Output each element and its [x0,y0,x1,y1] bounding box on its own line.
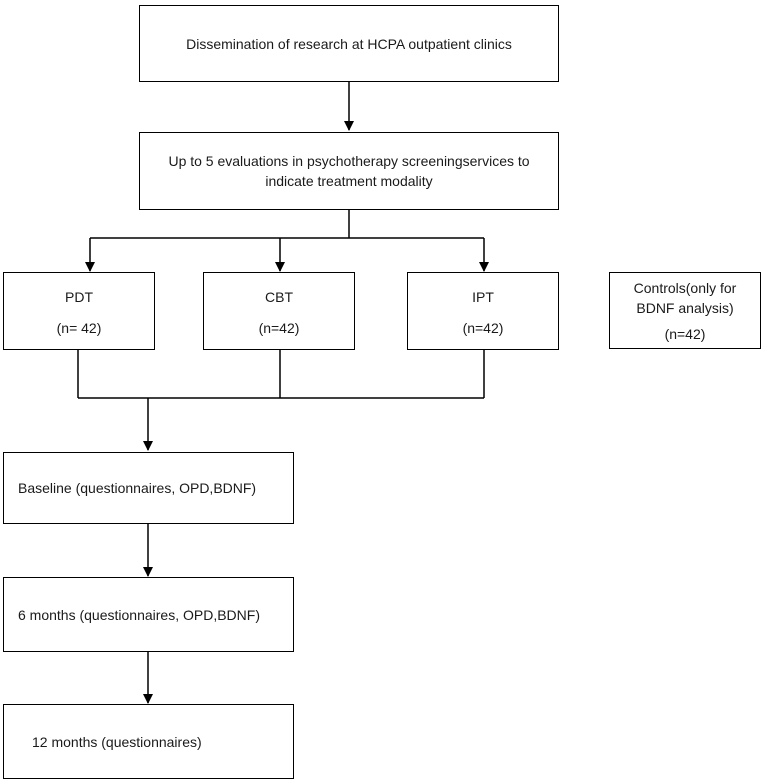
controls-line-1: Controls(only for [633,279,737,296]
dissemination-box: Dissemination of research at HCPA outpat… [139,5,559,82]
group-box-ipt: IPT (n=42) [407,272,559,350]
group-n-pdt: (n= 42) [56,320,102,336]
dissemination-text: Dissemination of research at HCPA outpat… [186,35,512,52]
controls-line-2: BDNF analysis) [636,299,734,316]
baseline-box: Baseline (questionnaires, OPD,BDNF) [3,452,294,524]
baseline-text: Baseline (questionnaires, OPD,BDNF) [18,480,257,496]
group-box-pdt: PDT (n= 42) [3,272,155,350]
controls-n: (n=42) [664,325,706,342]
group-label-cbt: CBT [265,289,293,305]
screening-box: Up to 5 evaluations in psychotherapy scr… [139,132,559,210]
six-months-text: 6 months (questionnaires, OPD,BDNF) [18,606,260,623]
controls-box: Controls(only for BDNF analysis) (n=42) [609,272,761,349]
screening-text-line-1: Up to 5 evaluations in psychotherapy scr… [168,153,530,169]
group-label-ipt: IPT [472,289,494,305]
group-box-cbt: CBT (n=42) [203,272,355,350]
screening-text-line-2: indicate treatment modality [265,173,433,189]
six-months-box: 6 months (questionnaires, OPD,BDNF) [3,577,294,652]
twelve-months-text: 12 months (questionnaires) [32,733,202,750]
group-label-pdt: PDT [65,289,93,305]
group-n-ipt: (n=42) [462,320,504,336]
group-n-cbt: (n=42) [258,320,300,336]
twelve-months-box: 12 months (questionnaires) [3,704,294,779]
